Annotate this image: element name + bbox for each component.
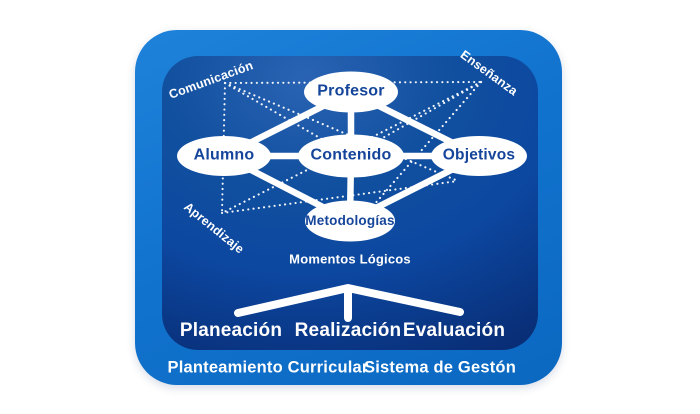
node-alumno-label: Alumno	[193, 146, 255, 164]
footer-planteamiento-curricular: Planteamiento Curricular	[167, 358, 369, 377]
caption-momentos-logicos: Momentos Lógicos	[289, 251, 411, 267]
phase-planeacion: Planeación	[179, 320, 283, 341]
node-objetivos-label: Objetivos	[442, 146, 516, 164]
phase-realizacion: Realización	[294, 320, 402, 341]
node-profesor-label: Profesor	[317, 82, 385, 100]
phase-evaluacion: Evaluación	[402, 320, 506, 341]
node-contenido-label: Contenido	[310, 146, 392, 164]
footer-sistema-de-geston: Sistema de Gestón	[364, 358, 516, 377]
node-metodologias-label: Metodologías	[305, 213, 395, 229]
